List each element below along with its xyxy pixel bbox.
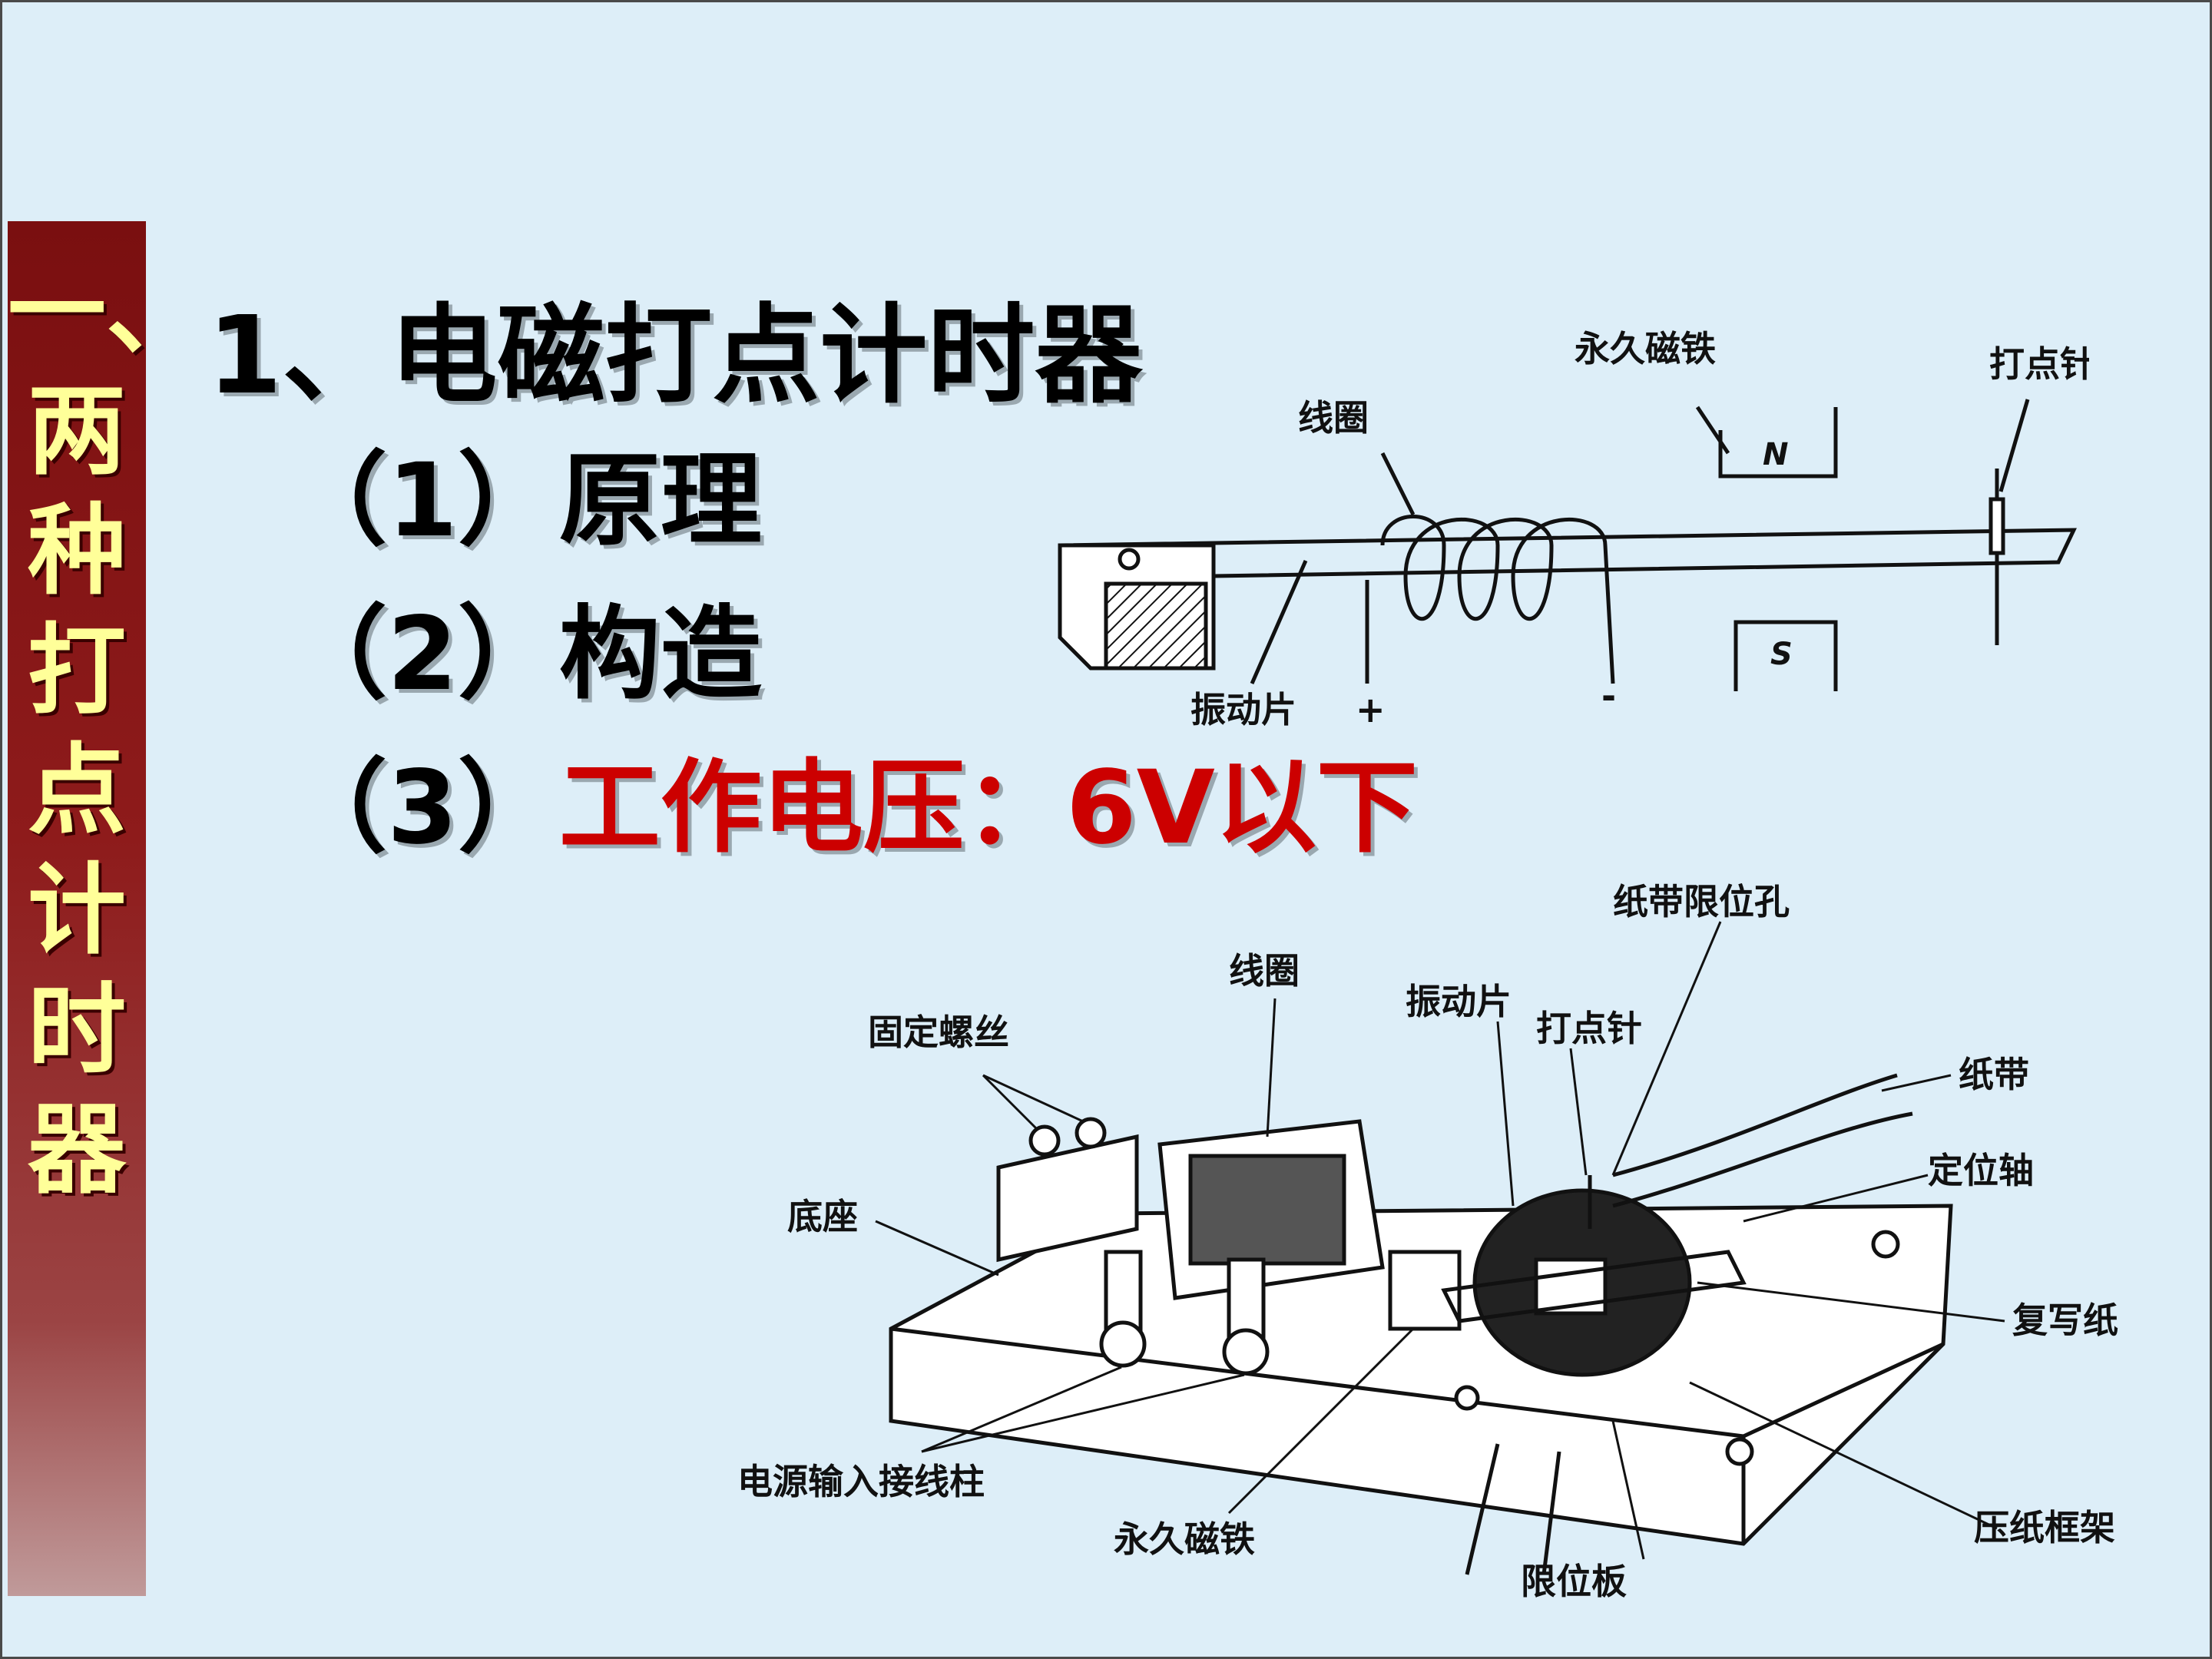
- list-item-principle: （1）原理: [286, 419, 762, 565]
- label-limit-plate: 限位板: [1521, 1561, 1627, 1602]
- principle-diagram: 永久磁铁 打点针 线圈 N S 振动片 + -: [1058, 328, 2089, 730]
- item-number: （1）: [286, 442, 559, 560]
- label-coil: 线圈: [1229, 950, 1300, 992]
- label-needle: 打点针: [1989, 343, 2089, 385]
- list-item-structure: （2）构造: [286, 572, 762, 719]
- label-coil: 线圈: [1298, 397, 1369, 439]
- label-screws: 固定螺丝: [868, 1012, 1009, 1053]
- label-magnet: 永久磁铁: [1575, 328, 1716, 369]
- label-south: S: [1770, 637, 1793, 672]
- label-magnet: 永久磁铁: [1114, 1518, 1255, 1560]
- page-title: 1、电磁打点计时器: [207, 293, 1143, 419]
- label-plus: +: [1356, 689, 1386, 730]
- list-item-voltage: （3）工作电压：6V以下: [286, 726, 1418, 873]
- structure-diagram: 纸带限位孔 线圈 振动片 固定螺丝 打点针 纸带 定位轴 底座 复写纸 电源输入…: [737, 883, 2118, 1602]
- label-north: N: [1763, 437, 1788, 472]
- label-needle: 打点针: [1536, 1008, 1642, 1049]
- item-number: （3）: [286, 749, 559, 867]
- label-vibrator: 振动片: [1190, 689, 1296, 730]
- label-carbon: 复写纸: [2012, 1300, 2118, 1341]
- item-text: 原理: [558, 442, 762, 560]
- item-text-highlight: 工作电压：6V以下: [558, 749, 1418, 867]
- label-tape-hole: 纸带限位孔: [1613, 883, 1790, 922]
- label-minus: -: [1601, 675, 1616, 717]
- label-frame: 压纸框架: [1974, 1507, 2115, 1548]
- item-text: 构造: [558, 595, 762, 714]
- label-tape: 纸带: [1959, 1054, 2029, 1095]
- sidebar-title: 一、两种打点计时器: [8, 254, 205, 1207]
- item-number: （2）: [286, 595, 559, 714]
- label-terminals: 电源输入接线柱: [737, 1461, 985, 1502]
- sidebar-banner: 一、两种打点计时器: [8, 221, 205, 1596]
- label-base: 底座: [787, 1196, 858, 1237]
- label-vibrator: 振动片: [1406, 981, 1512, 1022]
- label-axle: 定位轴: [1928, 1150, 2034, 1191]
